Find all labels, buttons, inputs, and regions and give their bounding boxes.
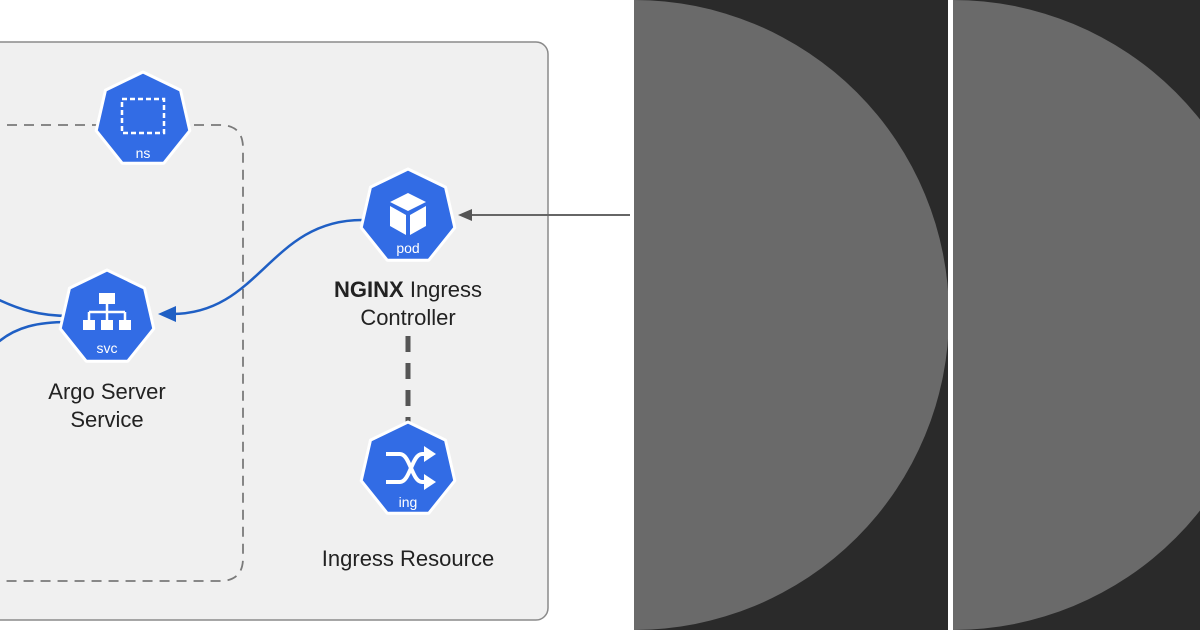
dark-panel-1	[634, 0, 949, 630]
pod-icon: pod	[359, 167, 457, 262]
nginx-ingress-text: Ingress	[409, 277, 482, 302]
argo-label-line1: Argo Server	[48, 379, 166, 404]
argo-server-label: Argo Server Service	[17, 378, 197, 434]
pod-to-service-curve	[171, 218, 363, 316]
nginx-label-line1: NGINX Ingress	[300, 276, 516, 304]
namespace-boundary	[0, 124, 244, 582]
nginx-label: NGINX Ingress Controller	[300, 276, 516, 332]
namespace-icon: ns	[94, 70, 192, 165]
connectors	[0, 209, 630, 424]
external-arrowhead	[458, 209, 472, 221]
service-tag: svc	[97, 340, 118, 356]
pod-tag: pod	[396, 240, 419, 256]
ingress-resource-label: Ingress Resource	[298, 545, 518, 573]
pod-to-service-arrowhead	[158, 306, 176, 322]
ingress-icon: ing	[359, 420, 457, 515]
panel-divider	[948, 0, 953, 630]
ingress-resource-text: Ingress Resource	[321, 546, 495, 571]
service-icon: svc	[58, 268, 156, 363]
ingress-tag: ing	[399, 494, 418, 510]
nginx-bold-text: NGINX	[334, 277, 404, 302]
argo-label-line2: Service	[70, 407, 144, 432]
namespace-tag: ns	[136, 145, 151, 161]
nginx-label-line2: Controller	[360, 305, 456, 330]
dark-panel-2	[953, 0, 1200, 630]
